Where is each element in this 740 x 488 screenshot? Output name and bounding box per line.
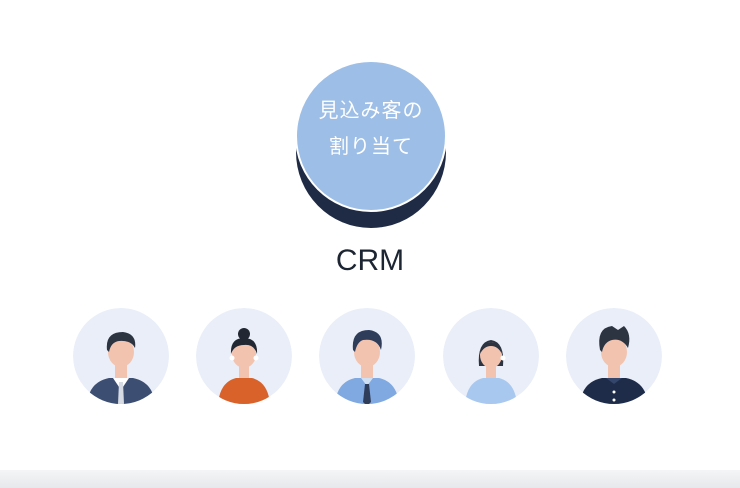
crm-hub-label-line2: 割り当て bbox=[329, 134, 413, 158]
person-2-avatar bbox=[196, 308, 292, 404]
man-shirt-tie-avatar-icon bbox=[319, 308, 415, 404]
crm-hub-disc-icon bbox=[295, 60, 447, 228]
crm-hub-label-line1: 見込み客の bbox=[318, 98, 424, 122]
person-4-avatar bbox=[443, 308, 539, 404]
person-5-avatar bbox=[566, 308, 662, 404]
crm-caption: CRM bbox=[335, 244, 405, 277]
bottom-bar bbox=[0, 470, 740, 488]
crm-hub-button bbox=[294, 60, 448, 228]
woman-headset-avatar-icon bbox=[443, 308, 539, 404]
crm-hub-face bbox=[297, 62, 445, 210]
woman-bun-avatar-icon bbox=[196, 308, 292, 404]
crm-hub-label: 見込み客の 割り当て bbox=[296, 92, 446, 164]
man-dark-shirt-avatar-icon bbox=[566, 308, 662, 404]
person-3-avatar bbox=[319, 308, 415, 404]
man-suit-avatar-icon bbox=[73, 308, 169, 404]
person-1-avatar bbox=[73, 308, 169, 404]
